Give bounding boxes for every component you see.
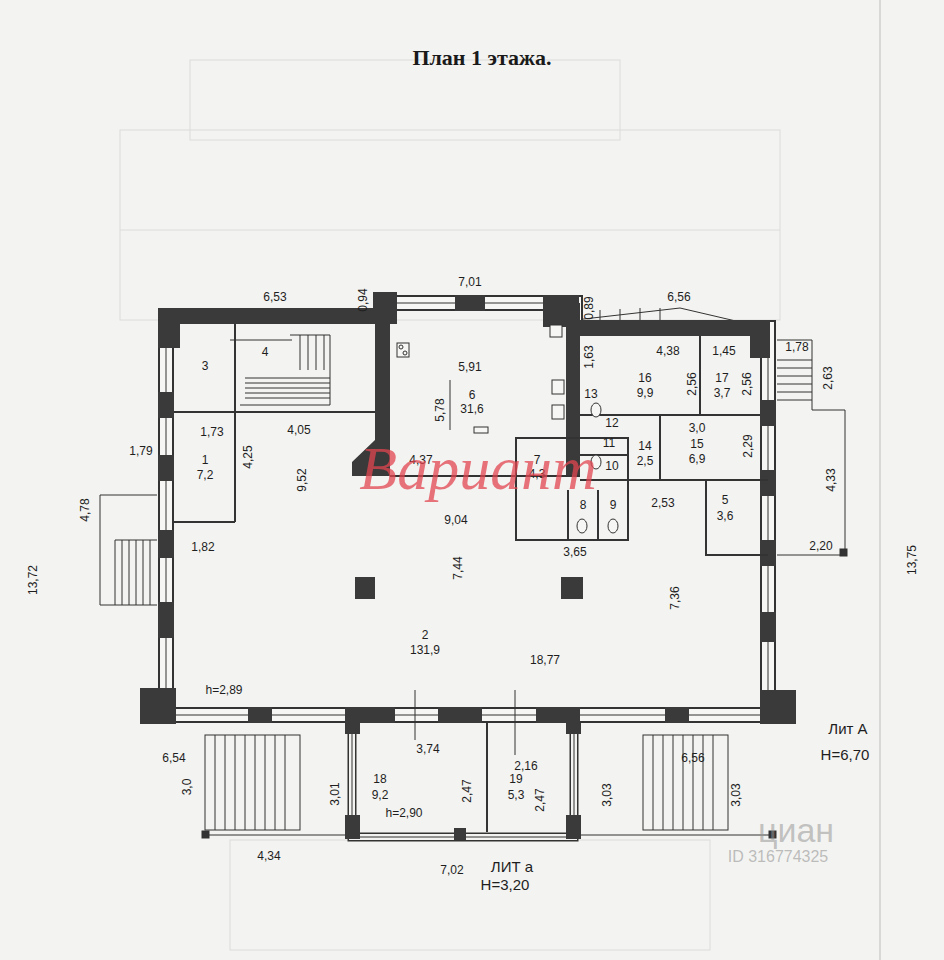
dimension-label: 1,73 bbox=[200, 426, 223, 438]
left-porch bbox=[100, 495, 157, 605]
dimension-label: 2,16 bbox=[514, 760, 537, 772]
room-label: 2,5 bbox=[637, 455, 654, 467]
dimension-label: 3,74 bbox=[416, 743, 439, 755]
room-label: 13 bbox=[584, 388, 597, 400]
dimension-label: 2,63 bbox=[822, 366, 834, 389]
dimension-label: 4,33 bbox=[825, 468, 837, 491]
dimension-label: 2,29 bbox=[742, 434, 754, 457]
room-label: 16 bbox=[638, 372, 651, 384]
dimension-label: 3,03 bbox=[601, 783, 613, 806]
dimension-label: 2,47 bbox=[461, 779, 473, 802]
dimension-label: h=2,90 bbox=[385, 807, 422, 819]
dimension-label: 1,78 bbox=[785, 341, 808, 353]
room-label: 10 bbox=[605, 460, 618, 472]
dimension-label: 5,91 bbox=[458, 361, 481, 373]
dimension-label: 3,65 bbox=[563, 546, 586, 558]
room-label: 4 bbox=[262, 346, 269, 358]
dimension-label: 4,05 bbox=[287, 424, 310, 436]
room-label: 3,7 bbox=[714, 387, 731, 399]
room-label: 18 bbox=[373, 773, 386, 785]
room-label: 14 bbox=[638, 440, 651, 452]
ghost-lines bbox=[120, 60, 780, 950]
room-label: 9,9 bbox=[637, 387, 654, 399]
dimension-label: 7,02 bbox=[440, 864, 463, 876]
watermark: Вариант bbox=[359, 437, 596, 499]
dimension-label: 2,53 bbox=[651, 497, 674, 509]
room-label: 9 bbox=[610, 499, 617, 511]
room-label: 19 bbox=[509, 773, 522, 785]
top-ramps bbox=[575, 308, 740, 322]
logo-watermark: циан bbox=[758, 813, 834, 847]
dimension-label: 6,56 bbox=[681, 752, 704, 764]
room-label: 1 bbox=[202, 454, 209, 466]
room-label: 31,6 bbox=[460, 403, 483, 415]
right-porch bbox=[777, 340, 847, 556]
plan-title: План 1 этажа. bbox=[412, 45, 551, 71]
dimension-label: 4,78 bbox=[79, 498, 91, 521]
dimension-label: 1,79 bbox=[129, 445, 152, 457]
room-label: 2 bbox=[422, 629, 429, 641]
room-label: 5 bbox=[722, 494, 729, 506]
dimension-label: 4,25 bbox=[242, 445, 254, 468]
partitions bbox=[174, 324, 768, 555]
dimension-label: 0,94 bbox=[357, 288, 369, 311]
room-label: 3,6 bbox=[717, 510, 734, 522]
building-label: H=3,20 bbox=[481, 877, 530, 892]
room-label: 11 bbox=[603, 437, 615, 449]
dimension-label: 2,20 bbox=[809, 540, 832, 552]
building-label: H=6,70 bbox=[821, 747, 870, 762]
room-label: 7,2 bbox=[197, 469, 214, 481]
dimension-label: h=2,89 bbox=[205, 684, 242, 696]
room-label: 5,3 bbox=[508, 789, 525, 801]
sheet-edge bbox=[880, 0, 881, 960]
dimension-label: 1,82 bbox=[191, 541, 214, 553]
staircase bbox=[230, 335, 330, 405]
dimension-label: 1,45 bbox=[712, 345, 735, 357]
dimension-label: 7,44 bbox=[452, 556, 464, 579]
annex bbox=[345, 712, 581, 840]
stair-treads bbox=[115, 540, 150, 605]
dimension-label: 6,56 bbox=[667, 291, 690, 303]
dimension-label: 1,63 bbox=[583, 345, 595, 368]
room-label: 9,2 bbox=[372, 789, 389, 801]
room-label: 8 bbox=[580, 499, 587, 511]
dimension-label: 3,0 bbox=[181, 779, 193, 796]
dimension-label: 3,03 bbox=[730, 783, 742, 806]
dimension-label: 3,01 bbox=[329, 782, 341, 805]
room-label: 12 bbox=[605, 417, 618, 429]
room-label: 17 bbox=[715, 372, 728, 384]
dimension-label: 2,47 bbox=[534, 788, 546, 811]
dimension-label: 18,77 bbox=[530, 654, 560, 666]
wall-piers bbox=[140, 292, 796, 724]
listing-id: ID 316774325 bbox=[728, 849, 829, 865]
dimension-label: 0,89 bbox=[583, 296, 595, 319]
dimension-label: 4,38 bbox=[656, 345, 679, 357]
dimension-label: 7,36 bbox=[669, 586, 681, 609]
bottom-stairs bbox=[202, 735, 776, 838]
outer-wall bbox=[166, 303, 768, 715]
dimension-label: 6,54 bbox=[162, 752, 185, 764]
dimension-label: 13,75 bbox=[906, 545, 918, 575]
dimension-label: 13,72 bbox=[27, 565, 39, 595]
dimension-label: 7,01 bbox=[458, 276, 481, 288]
building-label: ЛИТ а bbox=[491, 859, 533, 874]
fixtures bbox=[397, 325, 618, 533]
building-label: Лит А bbox=[828, 721, 867, 736]
room-label: 6,9 bbox=[689, 453, 706, 465]
dimension-label: 9,52 bbox=[296, 468, 308, 491]
dimension-label: 5,78 bbox=[434, 398, 446, 421]
room-label: 131,9 bbox=[410, 644, 440, 656]
dimension-label: 2,56 bbox=[686, 372, 698, 395]
dimension-label: 3,0 bbox=[689, 422, 706, 434]
dimension-label: 6,53 bbox=[263, 291, 286, 303]
dimension-label: 2,56 bbox=[741, 372, 753, 395]
room-label: 6 bbox=[469, 389, 476, 401]
dimension-label: 4,34 bbox=[257, 850, 280, 862]
room-label: 15 bbox=[690, 438, 703, 450]
room-label: 3 bbox=[202, 360, 209, 372]
dimension-label: 9,04 bbox=[444, 514, 467, 526]
